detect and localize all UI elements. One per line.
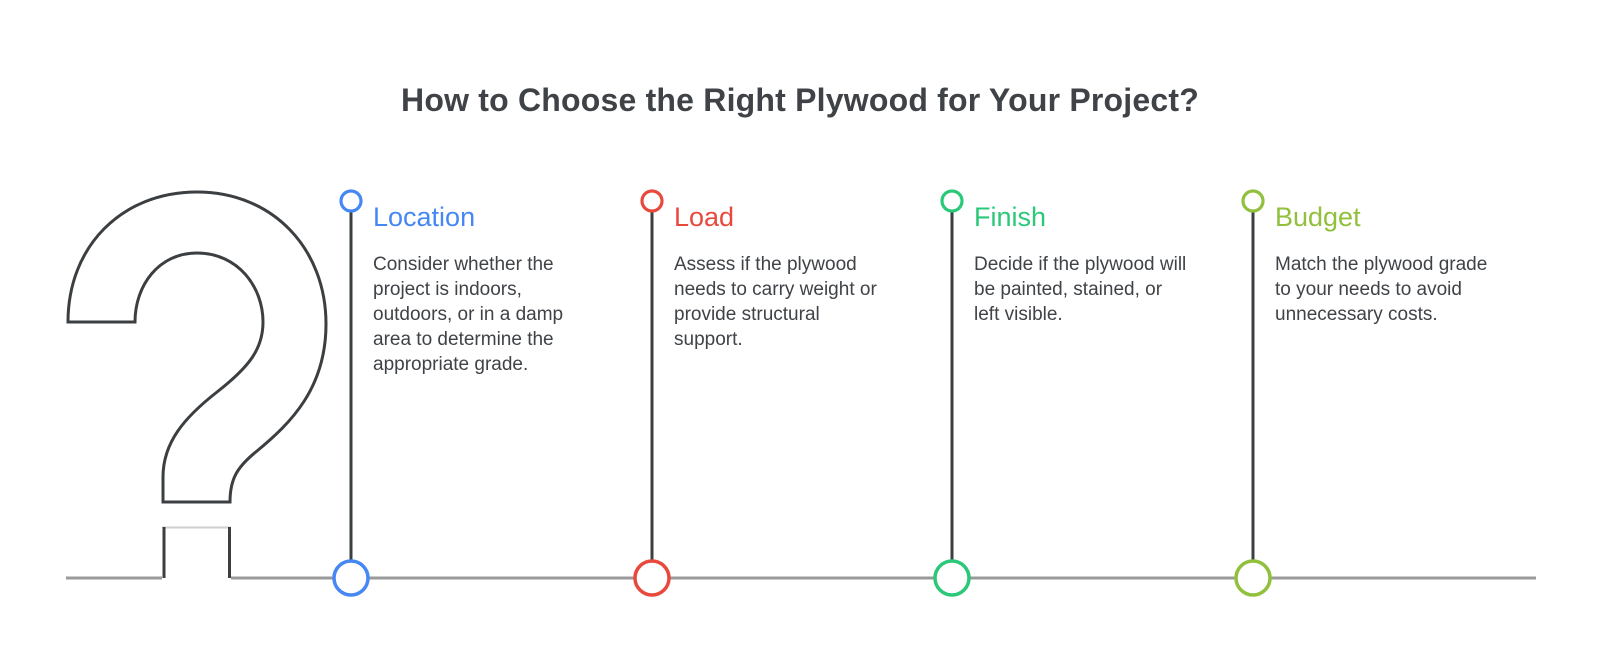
timeline-step-location xyxy=(332,189,370,597)
step-description: Consider whether the project is indoors,… xyxy=(373,254,564,375)
timeline-step-budget xyxy=(1234,189,1272,597)
timeline-step-finish xyxy=(933,189,971,597)
timeline-step-load xyxy=(633,189,671,597)
step-baseline-marker xyxy=(933,559,971,597)
page-title: How to Choose the Right Plywood for Your… xyxy=(401,82,1199,118)
step-top-marker xyxy=(940,189,964,213)
step-column-budget: Budget Match the plywood grade to your n… xyxy=(1275,201,1501,327)
step-top-marker xyxy=(1241,189,1265,213)
step-title: Finish xyxy=(974,202,1047,232)
step-description: Assess if the plywood needs to carry wei… xyxy=(674,254,877,350)
step-top-marker xyxy=(339,189,363,213)
step-baseline-marker xyxy=(1234,559,1272,597)
step-column-finish: Finish Decide if the plywood will be pai… xyxy=(974,201,1200,327)
step-column-location: Location Consider whether the project is… xyxy=(373,201,599,377)
step-title: Location xyxy=(373,202,476,232)
step-top-marker xyxy=(640,189,664,213)
step-column-load: Load Assess if the plywood needs to carr… xyxy=(674,201,900,352)
step-description: Decide if the plywood will be painted, s… xyxy=(974,254,1187,325)
question-mark-outline xyxy=(66,190,328,504)
step-baseline-marker xyxy=(633,559,671,597)
step-title: Load xyxy=(674,202,735,232)
step-title: Budget xyxy=(1275,202,1361,232)
step-baseline-marker xyxy=(332,559,370,597)
step-description: Match the plywood grade to your needs to… xyxy=(1275,254,1488,325)
